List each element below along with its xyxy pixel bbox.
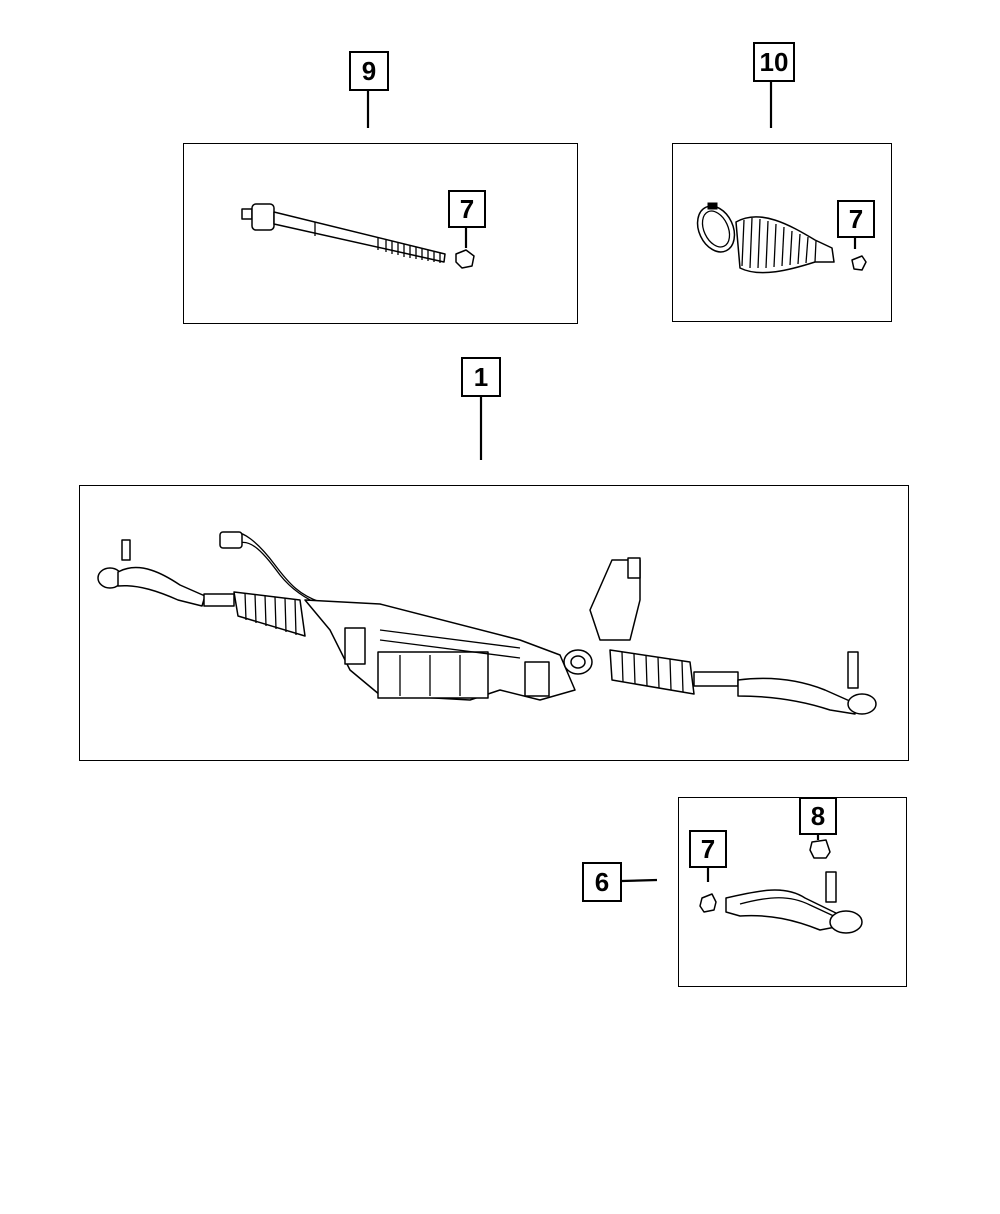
panel-inner-tie-rod [183,143,578,324]
callout-6: 6 [582,862,622,902]
callout-7-inner-tie-rod: 7 [448,190,486,228]
outer-tie-rod-drawing [699,839,863,934]
callout-7-outer-tie-rod: 7 [689,830,727,868]
callout-10: 10 [753,42,795,82]
steering-gear-assembly-drawing [97,531,877,715]
leader-line-6 [621,878,658,883]
callout-1: 1 [461,357,501,397]
panel-boot-kit [672,143,892,322]
callout-9: 9 [349,51,389,91]
callout-8: 8 [799,797,837,835]
boot-kit-drawing [696,202,867,274]
panel-steering-gear [79,485,909,761]
panel-outer-tie-rod [678,797,907,987]
callout-7-boot-kit: 7 [837,200,875,238]
inner-tie-rod-drawing [241,203,475,269]
